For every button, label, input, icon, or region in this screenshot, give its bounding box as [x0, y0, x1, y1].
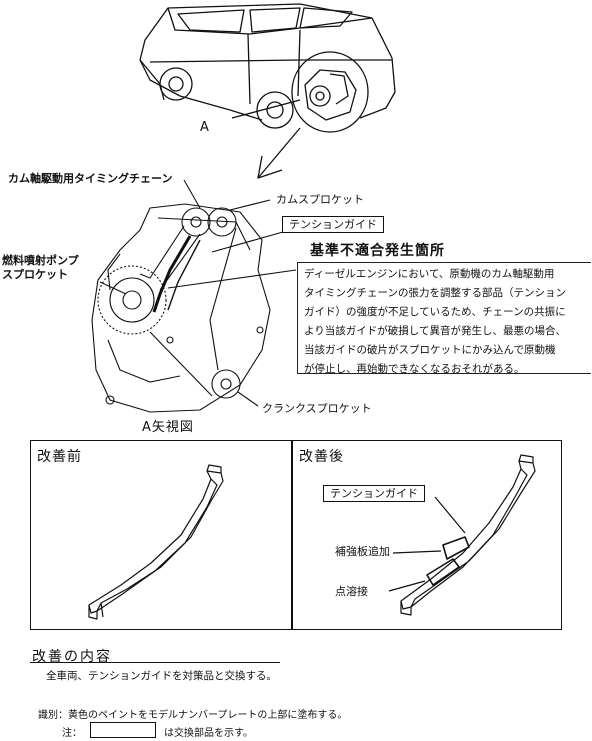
original-tension-guide-drawing — [88, 464, 224, 620]
description-line: ディーゼルエンジンにおいて、原動機のカム軸駆動用 — [304, 268, 555, 280]
after-title: 改善後 — [299, 449, 344, 465]
description-line: タイミングチェーンの張力を調整する部品（テンション — [304, 287, 566, 299]
after-panel: 改善後 テンションガイド 補強板追加 点溶接 — [292, 440, 562, 630]
reinforcement-label: 補強板追加 — [335, 545, 390, 558]
note-prefix: 注： — [62, 728, 82, 739]
improved-tension-guide-drawing — [388, 454, 536, 616]
identification-text: 識別：黄色のペイントをモデルナンバープレートの上部に塗布する。 — [38, 710, 348, 721]
spot-weld-label: 点溶接 — [335, 585, 368, 598]
before-panel: 改善前 — [30, 440, 292, 630]
view-a-label: A — [200, 120, 209, 135]
note-suffix: は交換部品を示す。 — [164, 728, 253, 739]
remedy-underline — [30, 662, 280, 663]
defect-location-title: 基準不適合発生箇所 — [310, 243, 445, 259]
before-title: 改善前 — [37, 449, 82, 465]
tension-guide-label-after: テンションガイド — [323, 485, 425, 503]
defect-description: ディーゼルエンジンにおいて、原動機のカム軸駆動用 タイミングチェーンの張力を調整… — [297, 262, 591, 375]
cam-chain-label: カム軸駆動用タイミングチェーン — [8, 172, 173, 185]
view-a-caption: A矢視図 — [142, 420, 194, 435]
description-line: 当該ガイドの破片がスプロケットにかみ込んで原動機 — [304, 344, 556, 356]
car-illustration — [139, 3, 396, 179]
fuel-pump-sprocket-label-2: スプロケット — [2, 268, 68, 281]
description-line: が停止し、再始動できなくなるおそれがある。 — [304, 363, 525, 375]
remedy-heading: 改善の内容 — [32, 649, 112, 665]
description-line: ガイド）の強度が不足しているため、チェーンの共振に — [304, 306, 566, 318]
remedy-text: 全車両、テンションガイドを対策品と交換する。 — [46, 670, 277, 682]
note-legend-box — [90, 722, 156, 738]
description-line: より当該ガイドが破損して異音が発生し、最悪の場合、 — [304, 325, 566, 337]
cam-sprocket-label: カムスプロケット — [276, 193, 364, 206]
crank-sprocket-label: クランクスプロケット — [262, 402, 372, 415]
tension-guide-label-top: テンションガイド — [282, 216, 384, 234]
engine-timing-diagram — [91, 179, 297, 413]
fuel-pump-sprocket-label-1: 燃料噴射ポンプ — [2, 254, 79, 267]
